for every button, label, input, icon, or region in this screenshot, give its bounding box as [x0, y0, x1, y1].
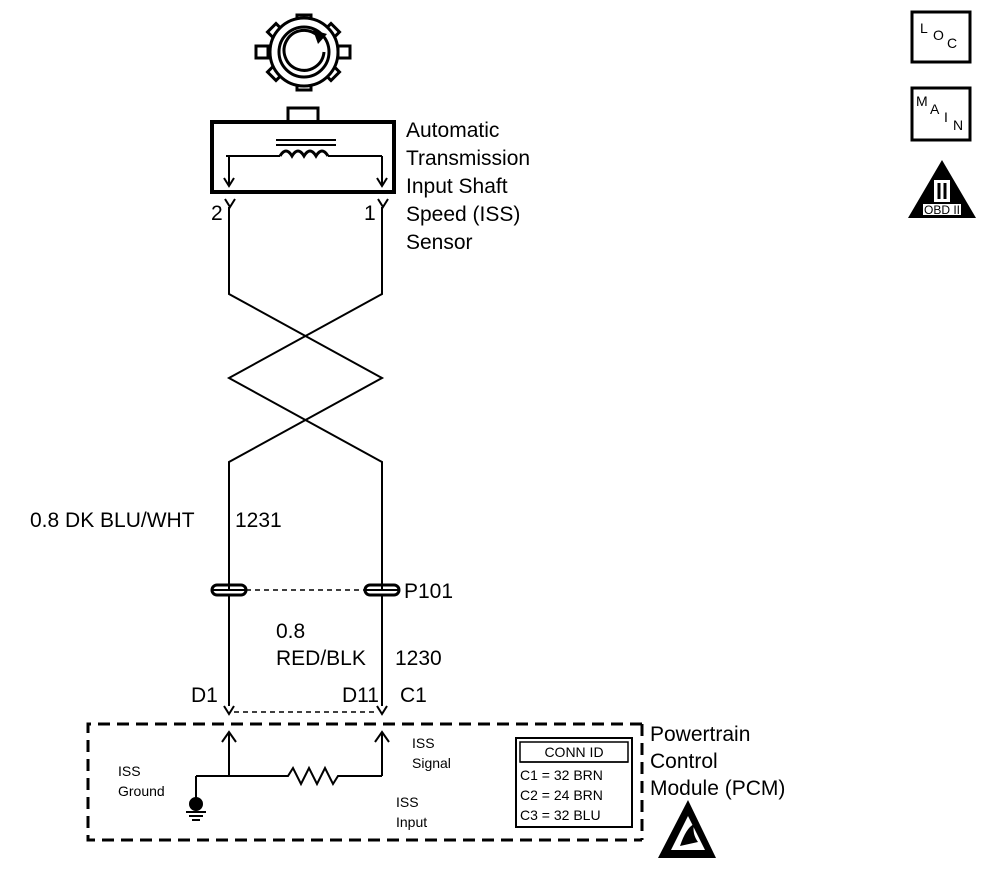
iss-sensor-body — [210, 120, 396, 194]
pcm-pin-d1: D1 — [191, 684, 218, 707]
svg-text:M: M — [916, 93, 928, 109]
pcm-connector-c1: C1 — [400, 684, 427, 707]
svg-text:Automatic: Automatic — [406, 119, 499, 142]
twisted-pair-wires — [226, 207, 385, 590]
obd-ii-icon: OBD II — [908, 160, 976, 218]
sensor-name: Automatic Transmission Input Shaft Speed… — [406, 119, 530, 254]
svg-text:C: C — [947, 35, 957, 51]
svg-text:Transmission: Transmission — [406, 147, 530, 170]
splice-p101 — [210, 583, 401, 597]
svg-text:Control: Control — [650, 750, 718, 773]
svg-text:Ground: Ground — [118, 783, 165, 799]
main-badge: M A I N — [910, 86, 972, 142]
splice-label: P101 — [404, 580, 453, 603]
svg-text:C3 = 32 BLU: C3 = 32 BLU — [520, 807, 601, 823]
right-wire-color: RED/BLK — [276, 647, 366, 670]
sensor-pin-right: 1 — [364, 202, 376, 225]
iss-ground-label: ISS Ground — [118, 763, 165, 799]
svg-text:Signal: Signal — [412, 755, 451, 771]
pcm-input-wires — [223, 595, 388, 716]
left-wire-color: 0.8 DK BLU/WHT — [30, 509, 195, 532]
svg-text:Input Shaft: Input Shaft — [406, 175, 508, 198]
svg-text:ISS: ISS — [396, 794, 419, 810]
conn-id-table: CONN ID C1 = 32 BRN C2 = 24 BRN C3 = 32 … — [515, 737, 633, 828]
pcm-box — [86, 722, 644, 842]
reluctor-wheel-icon — [254, 13, 352, 92]
svg-text:ISS: ISS — [118, 763, 141, 779]
svg-text:Sensor: Sensor — [406, 231, 473, 254]
svg-text:N: N — [953, 117, 963, 133]
svg-text:CONN ID: CONN ID — [544, 744, 603, 760]
svg-text:O: O — [933, 27, 944, 43]
svg-text:L: L — [920, 20, 928, 36]
svg-text:ISS: ISS — [412, 735, 435, 751]
svg-text:C1 = 32 BRN: C1 = 32 BRN — [520, 767, 603, 783]
pcm-pin-d11: D11 — [342, 684, 379, 707]
ground-symbol-icon — [186, 797, 206, 821]
svg-text:Speed (ISS): Speed (ISS) — [406, 203, 520, 226]
left-wire-circuit: 1231 — [235, 509, 282, 532]
sensor-pin-left: 2 — [211, 202, 223, 225]
loc-badge: L O C — [910, 10, 972, 64]
svg-text:Module (PCM): Module (PCM) — [650, 777, 785, 800]
esd-warning-icon — [658, 800, 716, 858]
svg-text:Input: Input — [396, 814, 427, 830]
pcm-name: Powertrain Control Module (PCM) — [650, 723, 785, 800]
svg-text:Powertrain: Powertrain — [650, 723, 750, 746]
sensor-tip — [286, 106, 320, 124]
right-wire-size: 0.8 — [276, 620, 305, 643]
iss-input-label: ISS Input — [396, 794, 427, 830]
right-wire-circuit: 1230 — [395, 647, 442, 670]
svg-text:OBD II: OBD II — [924, 203, 960, 217]
pcm-internal-circuit — [195, 730, 390, 800]
svg-text:I: I — [944, 109, 948, 125]
iss-signal-label: ISS Signal — [412, 735, 451, 771]
svg-text:A: A — [930, 101, 940, 117]
svg-text:C2 = 24 BRN: C2 = 24 BRN — [520, 787, 603, 803]
